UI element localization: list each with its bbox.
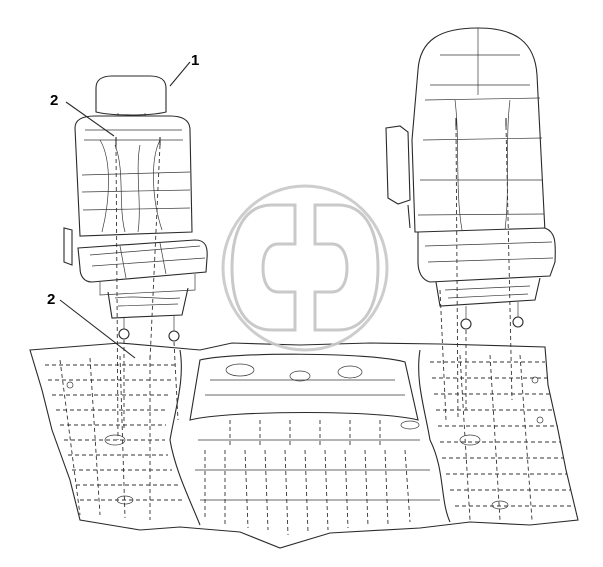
watermark-logo [221, 184, 389, 352]
leader-1 [169, 61, 191, 87]
leader-2-lower [59, 299, 136, 359]
floor-pan [29, 342, 579, 549]
callout-2-lower-label: 2 [47, 291, 56, 308]
callout-1-label: 1 [191, 52, 200, 69]
left-seat-headrest [95, 75, 167, 116]
leader-2-upper [65, 101, 115, 137]
right-seat [385, 27, 556, 421]
left-seat [63, 75, 208, 441]
callout-leaders [59, 61, 191, 359]
callout-2-upper-label: 2 [50, 92, 59, 109]
